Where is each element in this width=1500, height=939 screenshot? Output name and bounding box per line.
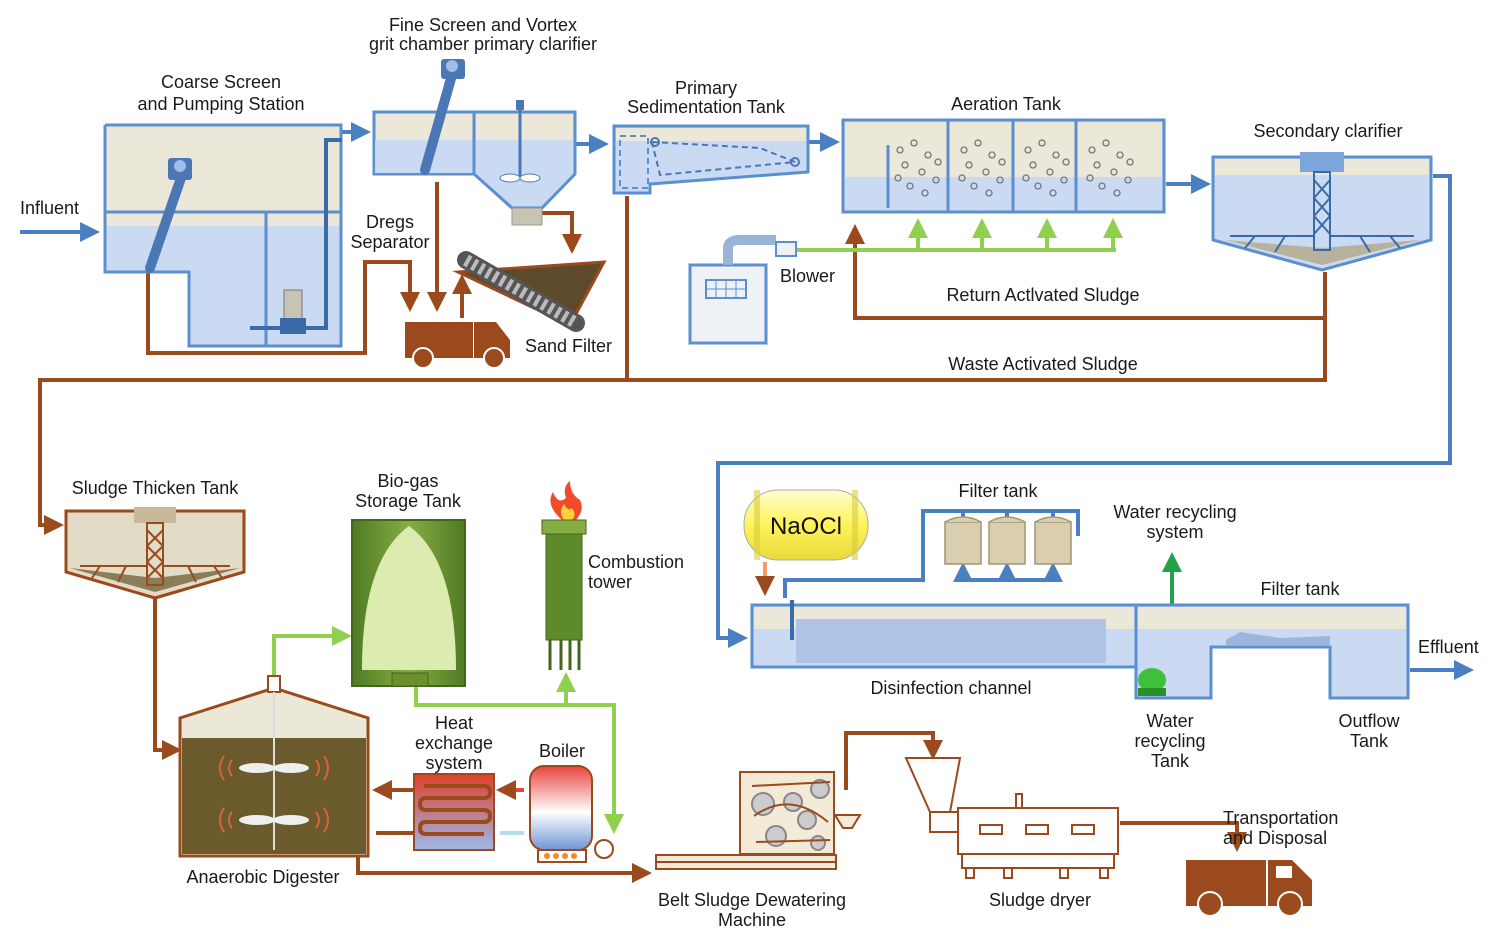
label-biogas-1: Bio-gas	[377, 471, 438, 491]
transport-truck	[1186, 860, 1312, 917]
label-primary-sed-2: Sedimentation Tank	[627, 97, 786, 117]
label-transport-1: Transportation	[1223, 808, 1338, 828]
label-wr-tank-1: Water	[1146, 711, 1193, 731]
fine-screen-grit-chamber	[372, 59, 577, 226]
secondary-clarifier	[1211, 152, 1433, 272]
biogas-storage-tank	[351, 519, 466, 687]
label-filter-tank-right: Filter tank	[1260, 579, 1340, 599]
sludge-dryer	[904, 757, 1119, 879]
label-sand-filter: Sand Filter	[525, 336, 612, 356]
label-coarse-screen-2: and Pumping Station	[137, 94, 304, 114]
label-heat-1: Heat	[435, 713, 473, 733]
water-lines	[20, 122, 1474, 680]
label-sludge-dryer: Sludge dryer	[989, 890, 1091, 910]
disinfection-channel	[750, 600, 1138, 669]
label-heat-2: exchange	[415, 733, 493, 753]
label-thicken-tank: Sludge Thicken Tank	[72, 478, 239, 498]
blower	[688, 235, 797, 345]
label-blower: Blower	[780, 266, 835, 286]
belt-sludge-dewatering-machine	[655, 771, 862, 870]
combustion-tower	[541, 481, 587, 670]
air-gas-lines	[272, 218, 1123, 834]
label-naocl: NaOCl	[770, 513, 842, 540]
label-transport-2: and Disposal	[1223, 828, 1327, 848]
label-combustion-2: tower	[588, 572, 632, 592]
label-heat-3: system	[425, 753, 482, 773]
label-outflow-2: Tank	[1350, 731, 1389, 751]
label-combustion-1: Combustion	[588, 552, 684, 572]
label-secondary-clarifier: Secondary clarifier	[1253, 121, 1402, 141]
label-return-sludge: Return Actlvated Sludge	[946, 285, 1139, 305]
label-biogas-2: Storage Tank	[355, 491, 462, 511]
heat-exchange-system	[413, 773, 495, 851]
label-disinfection-channel: Disinfection channel	[870, 678, 1031, 698]
label-belt-2: Machine	[718, 910, 786, 930]
anaerobic-digester	[178, 675, 370, 858]
dregs-truck	[405, 322, 510, 369]
label-influent: Influent	[20, 198, 79, 218]
label-dregs-1: Dregs	[366, 212, 414, 232]
label-waste-sludge: Waste Activated Sludge	[948, 354, 1137, 374]
label-boiler: Boiler	[539, 741, 585, 761]
sludge-thicken-tank	[64, 507, 246, 600]
label-filter-tank-top: Filter tank	[958, 481, 1038, 501]
label-anaerobic-digester: Anaerobic Digester	[186, 867, 339, 887]
label-dregs-2: Separator	[350, 232, 429, 252]
label-outflow-1: Outflow	[1338, 711, 1400, 731]
label-belt-1: Belt Sludge Dewatering	[658, 890, 846, 910]
filter-tank-units	[944, 516, 1072, 565]
waste-sludge-lines	[38, 182, 1327, 883]
label-primary-sed-1: Primary	[675, 78, 737, 98]
water-recycling-tank-and-outflow	[1134, 603, 1410, 700]
label-water-recycling-1: Water recycling	[1113, 502, 1236, 522]
label-aeration-tank: Aeration Tank	[951, 94, 1062, 114]
label-wr-tank-2: recycling	[1134, 731, 1205, 751]
primary-sedimentation-tank	[612, 124, 810, 195]
coarse-screen-pumping-station	[103, 123, 343, 348]
label-water-recycling-2: system	[1146, 522, 1203, 542]
sand-filter	[452, 251, 607, 332]
boiler	[529, 765, 614, 863]
aeration-tank	[841, 118, 1166, 214]
label-wr-tank-3: Tank	[1151, 751, 1190, 771]
naocl-tank	[743, 489, 869, 596]
label-effluent: Effluent	[1418, 637, 1479, 657]
label-coarse-screen-1: Coarse Screen	[161, 72, 281, 92]
label-fine-screen-1: Fine Screen and Vortex	[389, 15, 577, 35]
label-fine-screen-2: grit chamber primary clarifier	[369, 34, 597, 54]
